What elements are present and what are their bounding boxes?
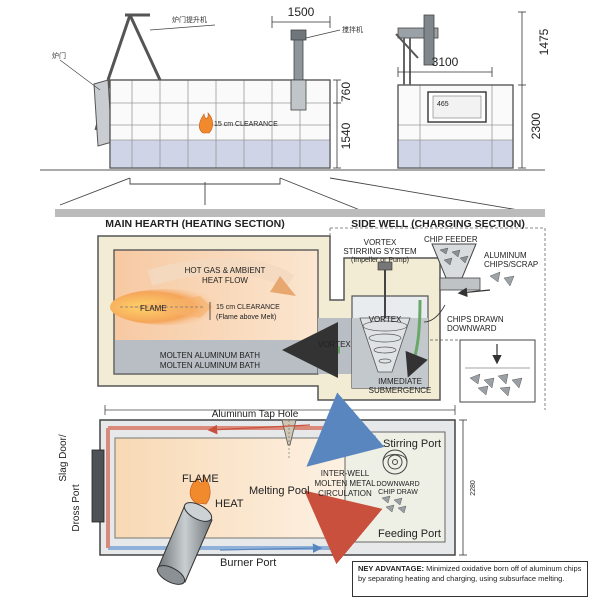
label-inner-small: 465	[437, 101, 449, 108]
label-chips-1: ALUMINUM	[484, 251, 527, 260]
dim-760: 760	[339, 82, 353, 102]
label-hot-gas-2: HEAT FLOW	[202, 276, 248, 285]
label-tap-hole: Aluminum Tap Hole	[212, 409, 299, 420]
label-melting-pool: Melting Pool	[249, 485, 310, 497]
dim-2300: 2300	[529, 112, 543, 139]
dim-2280: 2280	[470, 480, 477, 496]
dim-1500: 1500	[288, 5, 315, 19]
label-immediate-2: SUBMERGENCE	[369, 386, 432, 395]
label-vortex-sys-3: (Impeller or Pump)	[351, 257, 409, 264]
label-burner-port: Burner Port	[220, 557, 276, 569]
label-slag-2: Dross Port	[71, 484, 82, 531]
label-feeding-port: Feeding Port	[378, 528, 441, 540]
dim-3100: 3100	[432, 55, 459, 69]
advantage-text: Minimized oxidative born off of aluminum…	[358, 564, 582, 583]
label-interwell-3: CIRCULATION	[318, 489, 372, 498]
label-drawn-1: CHIPS DRAWN	[447, 315, 504, 324]
label-molten-2: MOLTEN ALUMINUM BATH	[160, 361, 260, 370]
section-view	[55, 209, 546, 410]
label-slag-1: Slag Door/	[58, 434, 69, 481]
label-furnace-door: 炉门	[52, 51, 66, 60]
label-interwell-2: MOLTEN METAL	[314, 479, 376, 488]
label-downward-2: CHIP DRAW	[378, 489, 418, 496]
label-flame-section: FLAME	[140, 304, 167, 313]
label-heat: HEAT	[215, 498, 244, 510]
header-main-hearth: MAIN HEARTH (HEATING SECTION)	[105, 218, 284, 230]
advantage-heading: NEY ADVANTAGE:	[358, 564, 424, 573]
label-stirring-port: Stirring Port	[383, 438, 441, 450]
label-vortex-center: VORTEX	[369, 315, 402, 324]
label-vortex-arrow: VORTEX	[318, 340, 351, 349]
advantage-callout: NEY ADVANTAGE: Minimized oxidative born …	[352, 561, 588, 597]
flame-icon	[198, 112, 213, 134]
header-side-well: SIDE WELL (CHARGING SECTION)	[351, 218, 525, 230]
plan-view	[91, 392, 467, 585]
label-drawn-2: DOWNWARD	[447, 324, 497, 333]
label-door-hoist: 炉门提升机	[172, 15, 207, 24]
label-vortex-sys-1: VORTEX	[364, 238, 397, 247]
label-flame-plan: FLAME	[182, 473, 219, 485]
label-downward-1: DOWNWARD	[376, 481, 419, 488]
label-chip-feeder: CHIP FEEDER	[424, 235, 478, 244]
stirring-spiral-icon	[382, 449, 408, 475]
label-immediate-1: IMMEDIATE	[378, 377, 422, 386]
dim-1475: 1475	[537, 28, 551, 55]
burner-icon	[156, 502, 213, 585]
label-clearance-top: 15 cm CLEARANCE	[214, 121, 278, 128]
label-molten-1: MOLTEN ALUMINUM BATH	[160, 351, 260, 360]
label-interwell-1: INTER-WELL	[321, 469, 370, 478]
label-stirrer: 搅拌机	[342, 25, 363, 34]
flame-icon	[189, 475, 211, 505]
label-clearance-2: (Flame above Melt)	[216, 314, 276, 321]
dim-1540: 1540	[339, 122, 353, 149]
label-clearance-1: 15 cm CLEARANCE	[216, 304, 280, 311]
label-chips-2: CHIPS/SCRAP	[484, 260, 538, 269]
elevation-view	[40, 11, 545, 213]
label-vortex-sys-2: STIRRING SYSTEM	[343, 247, 417, 256]
label-hot-gas-1: HOT GAS & AMBIENT	[185, 266, 266, 275]
